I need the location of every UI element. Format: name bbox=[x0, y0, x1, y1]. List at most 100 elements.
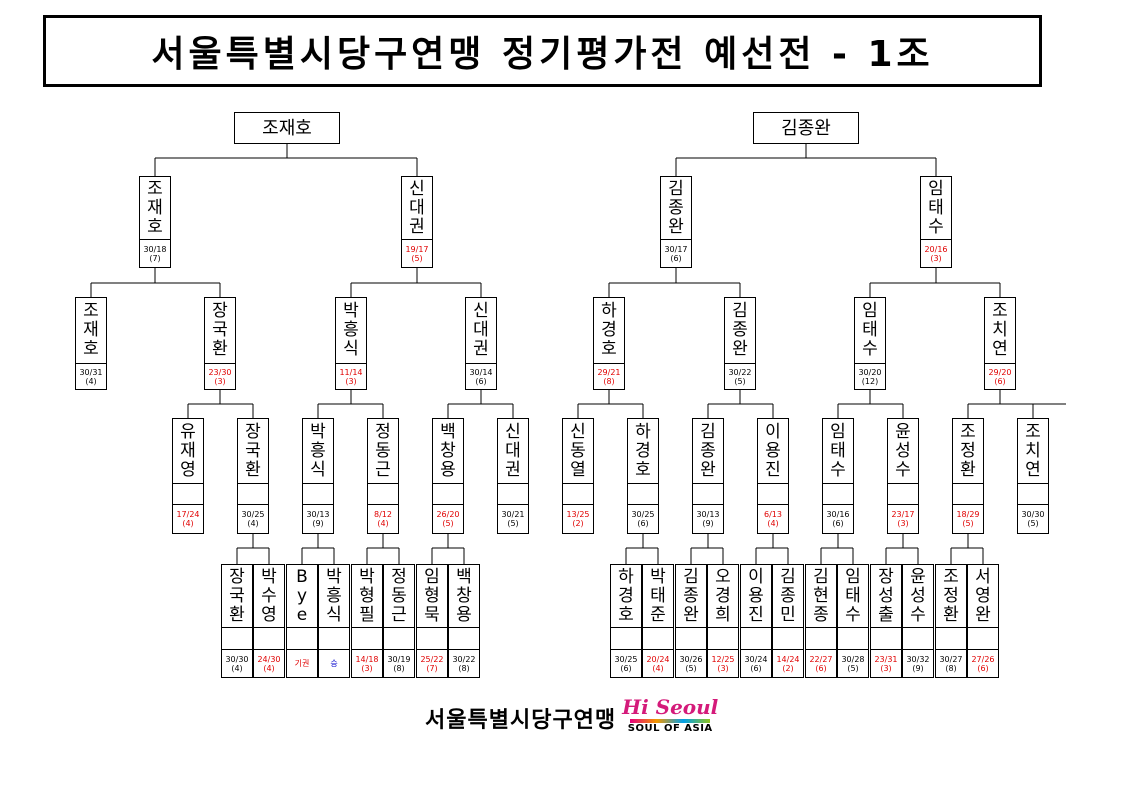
round0-name-box: 박 태 준 bbox=[642, 564, 674, 628]
player-name: 하 경 호 bbox=[601, 301, 617, 359]
round0-score-box: 14/24(2) bbox=[772, 650, 804, 678]
match-score: 30/13 bbox=[306, 510, 330, 519]
round3-name-box: 김 종 완 bbox=[660, 176, 692, 240]
round1-blank-cell bbox=[172, 484, 204, 505]
round1-blank-cell bbox=[887, 484, 919, 505]
round0-blank-cell bbox=[805, 628, 837, 650]
match-score: 20/16 bbox=[924, 244, 948, 254]
round1-blank-cell bbox=[822, 484, 854, 505]
round2-score-box: 29/21(8) bbox=[593, 364, 625, 390]
player-name: 조 정 환 bbox=[960, 421, 976, 480]
round0-name-box: 박 형 필 bbox=[351, 564, 383, 628]
round0-score-box: 30/19(8) bbox=[383, 650, 415, 678]
round3-name-box: 임 태 수 bbox=[920, 176, 952, 240]
player-name: 하 경 호 bbox=[635, 421, 651, 480]
logo-color-bar bbox=[630, 719, 711, 723]
match-rank: (5) bbox=[962, 519, 974, 528]
match-score: 18/29 bbox=[956, 510, 980, 519]
match-rank: (4) bbox=[247, 519, 259, 528]
round1-name-box: 김 종 완 bbox=[692, 418, 724, 484]
player-name: 임 태 수 bbox=[862, 301, 878, 359]
round0-score-box: 승 bbox=[318, 650, 350, 678]
match-rank: (7) bbox=[149, 253, 161, 263]
match-rank: (3) bbox=[930, 253, 942, 263]
player-name: 김 종 완 bbox=[668, 178, 684, 237]
round0-blank-cell bbox=[351, 628, 383, 650]
player-name: 장 국 환 bbox=[229, 566, 245, 625]
player-name: 조 재 호 bbox=[147, 178, 163, 237]
match-score: 20/24 bbox=[646, 654, 670, 664]
round0-blank-cell bbox=[740, 628, 772, 650]
match-rank: (2) bbox=[572, 519, 584, 528]
player-name: 신 동 열 bbox=[570, 421, 586, 480]
round0-score-box: 30/27(8) bbox=[935, 650, 967, 678]
player-name: 박 수 영 bbox=[261, 566, 277, 625]
match-rank: (7) bbox=[426, 663, 438, 673]
player-name: 김 종 민 bbox=[780, 566, 796, 625]
match-score: 30/18 bbox=[143, 244, 167, 254]
round0-name-box: 서 영 완 bbox=[967, 564, 999, 628]
round1-score-box: 30/25(6) bbox=[627, 505, 659, 534]
match-rank: (3) bbox=[717, 663, 729, 673]
round0-blank-cell bbox=[286, 628, 318, 650]
player-name: 김 종 완 bbox=[683, 566, 699, 625]
match-rank: (4) bbox=[231, 663, 243, 673]
round0-score-box: 30/26(5) bbox=[675, 650, 707, 678]
match-rank: (12) bbox=[861, 376, 879, 386]
player-name: 김 종 완 bbox=[732, 301, 748, 359]
round3-name-box: 신 대 권 bbox=[401, 176, 433, 240]
round0-blank-cell bbox=[870, 628, 902, 650]
round0-name-box: 김 현 종 bbox=[805, 564, 837, 628]
round0-name-box: 박 흥 식 bbox=[318, 564, 350, 628]
round1-name-box: 정 동 근 bbox=[367, 418, 399, 484]
match-rank: (9) bbox=[702, 519, 714, 528]
match-rank: (9) bbox=[912, 663, 924, 673]
round2-score-box: 23/30(3) bbox=[204, 364, 236, 390]
match-score: 17/24 bbox=[176, 510, 200, 519]
round0-score-box: 25/22(7) bbox=[416, 650, 448, 678]
round0-blank-cell bbox=[318, 628, 350, 650]
round1-blank-cell bbox=[367, 484, 399, 505]
match-rank: (2) bbox=[782, 663, 794, 673]
player-name: 오 경 희 bbox=[715, 566, 731, 625]
match-rank: (5) bbox=[507, 519, 519, 528]
round2-name-box: 임 태 수 bbox=[854, 297, 886, 364]
match-rank: (6) bbox=[994, 376, 1006, 386]
round0-score-box: 30/32(9) bbox=[902, 650, 934, 678]
match-rank: (4) bbox=[652, 663, 664, 673]
match-score: 30/21 bbox=[501, 510, 525, 519]
round0-blank-cell bbox=[642, 628, 674, 650]
round1-score-box: 30/13(9) bbox=[692, 505, 724, 534]
player-name: 김 현 종 bbox=[813, 566, 829, 625]
player-name: 유 재 영 bbox=[180, 421, 196, 480]
round0-score-box: 27/26(6) bbox=[967, 650, 999, 678]
round1-blank-cell bbox=[692, 484, 724, 505]
round1-score-box: 23/17(3) bbox=[887, 505, 919, 534]
match-score: 30/32 bbox=[906, 654, 930, 664]
round0-score-box: 20/24(4) bbox=[642, 650, 674, 678]
round0-blank-cell bbox=[902, 628, 934, 650]
round1-name-box: 조 정 환 bbox=[952, 418, 984, 484]
round3-name-box: 조 재 호 bbox=[139, 176, 171, 240]
match-rank: (4) bbox=[182, 519, 194, 528]
player-name: 신 대 권 bbox=[473, 301, 489, 359]
round2-name-box: 신 대 권 bbox=[465, 297, 497, 364]
player-name: 김 종 완 bbox=[700, 421, 716, 480]
logo-main-text: Hi Seoul bbox=[622, 695, 719, 719]
round0-name-box: 윤 성 수 bbox=[902, 564, 934, 628]
match-score: 기권 bbox=[294, 659, 310, 668]
round0-blank-cell bbox=[416, 628, 448, 650]
player-name: 조 재 호 bbox=[83, 301, 99, 359]
round1-name-box: 이 용 진 bbox=[757, 418, 789, 484]
match-rank: (6) bbox=[815, 663, 827, 673]
match-score: 30/19 bbox=[387, 654, 411, 664]
player-name: 임 형 묵 bbox=[424, 566, 440, 625]
match-score: 8/12 bbox=[374, 510, 392, 519]
player-name: 임 태 수 bbox=[830, 421, 846, 480]
match-score: 30/24 bbox=[744, 654, 768, 664]
round1-blank-cell bbox=[497, 484, 529, 505]
round1-name-box: 백 창 용 bbox=[432, 418, 464, 484]
round1-name-box: 신 대 권 bbox=[497, 418, 529, 484]
round0-name-box: 임 태 수 bbox=[837, 564, 869, 628]
round0-name-box: 조 정 환 bbox=[935, 564, 967, 628]
